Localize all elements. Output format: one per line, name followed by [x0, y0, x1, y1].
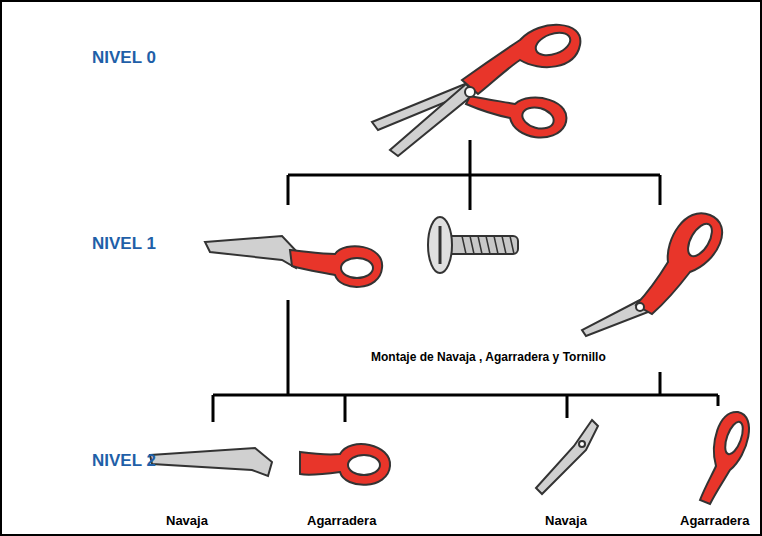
handle-hole	[722, 420, 747, 457]
tree-lines	[213, 140, 718, 422]
handle-hole	[520, 104, 556, 132]
handle	[290, 246, 382, 287]
screw-slot	[439, 226, 442, 264]
handle-hole	[341, 258, 373, 278]
blade	[150, 448, 272, 476]
handle	[636, 213, 722, 314]
level-label: NIVEL 2	[92, 451, 156, 471]
blade	[390, 84, 474, 156]
level-label: NIVEL 1	[92, 234, 156, 254]
part-name: Navaja	[166, 514, 208, 529]
level-label: NIVEL 0	[92, 48, 156, 68]
screw-head	[428, 217, 452, 273]
blade	[536, 420, 598, 494]
blade	[582, 300, 648, 336]
half-scissors	[582, 213, 722, 336]
screw-thread	[462, 236, 514, 254]
part-name: Navaja	[545, 514, 587, 529]
parts	[150, 412, 749, 504]
assembly-note: Montaje de Navaja , Agarradera y Tornill…	[368, 351, 609, 365]
handle	[300, 444, 390, 485]
blade	[205, 236, 300, 268]
pivot	[636, 303, 644, 311]
part-name: Agarradera	[307, 514, 376, 529]
handle	[700, 412, 749, 504]
part-name: Agarradera	[680, 514, 749, 529]
tree-line	[213, 300, 718, 422]
handle	[466, 96, 566, 138]
half-scissors	[205, 236, 382, 287]
handle	[462, 25, 580, 94]
screw	[428, 217, 518, 273]
pivot	[465, 87, 475, 97]
scissors	[372, 25, 580, 156]
handle-hole	[683, 220, 717, 260]
tree-line	[288, 140, 660, 210]
handle-hole	[533, 28, 574, 59]
pivot-hole	[579, 441, 585, 447]
handle-hole	[348, 455, 380, 475]
